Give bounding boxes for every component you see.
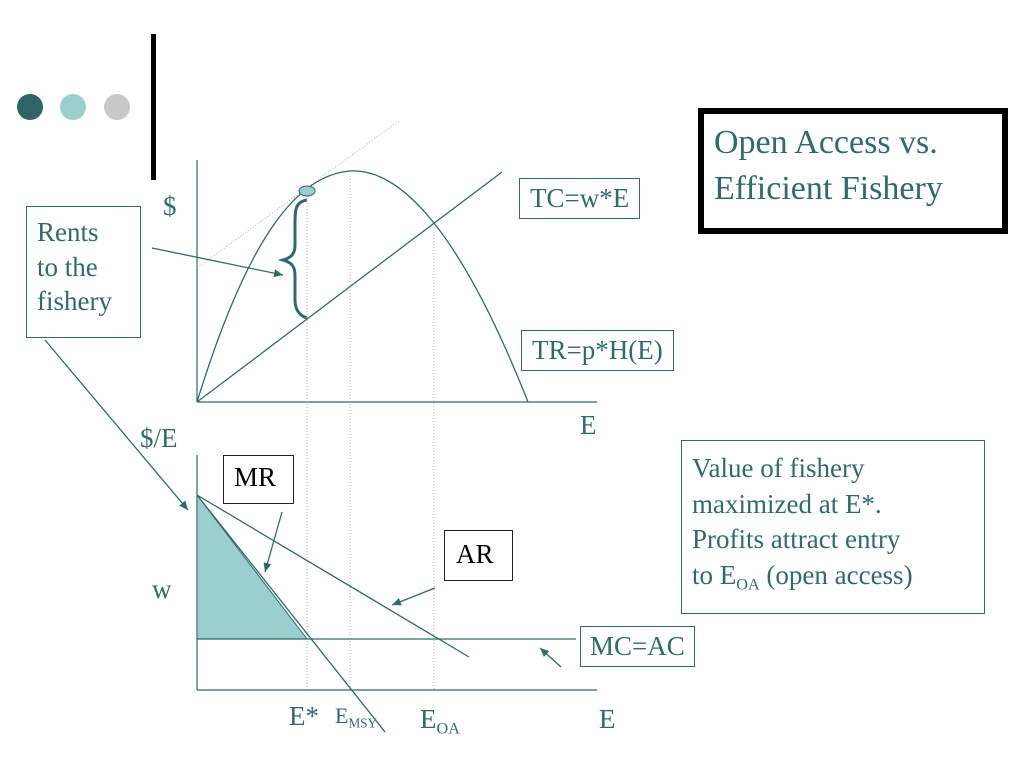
mr-line xyxy=(196,494,386,733)
mr-label-box: MR xyxy=(223,455,294,504)
rents-line-1: Rents xyxy=(37,217,99,247)
mr-label: MR xyxy=(234,462,277,492)
decor-dot-2 xyxy=(60,94,86,120)
mr-arrow xyxy=(263,511,283,573)
decor-vertical-bar xyxy=(151,34,156,180)
slide-title: Open Access vs. Efficient Fishery xyxy=(698,108,1008,234)
e-msy-label: EMSY xyxy=(335,703,378,731)
tr-label: TR=p*H(E) xyxy=(532,335,663,365)
ar-label-box: AR xyxy=(444,530,513,581)
ar-label: AR xyxy=(456,539,494,569)
top-y-axis-label: $ xyxy=(163,191,177,221)
tr-curve xyxy=(196,170,529,403)
tr-label-box: TR=p*H(E) xyxy=(521,330,674,372)
rents-arrow-top xyxy=(151,247,284,278)
tc-label-box: TC=w*E xyxy=(519,178,641,220)
e-star-label: E* xyxy=(289,701,319,731)
bottom-x-axis-label: E xyxy=(599,704,616,734)
tangent-dotted-line xyxy=(196,119,401,269)
rents-line-3: fishery xyxy=(37,286,112,317)
note-line-3: Profits attract entry xyxy=(692,524,901,555)
decor-dot-3 xyxy=(104,94,130,120)
decor-dot-1 xyxy=(17,94,43,120)
rents-brace xyxy=(277,198,308,320)
mc-label: MC=AC xyxy=(590,631,685,661)
mc-label-box: MC=AC xyxy=(580,626,695,668)
note-line-1: Value of fishery xyxy=(692,453,865,483)
e-oa-label: EOA xyxy=(420,704,460,738)
note-line-4: to EOA (open access) xyxy=(692,559,913,594)
rents-arrow-bottom xyxy=(44,339,189,511)
bottom-y-axis-label: $/E xyxy=(140,423,178,453)
w-label: w xyxy=(152,574,172,604)
rents-line-2: to the xyxy=(37,251,98,282)
title-line-2: Efficient Fishery xyxy=(714,169,943,207)
title-line-1: Open Access vs. xyxy=(714,124,938,161)
ar-line xyxy=(196,494,470,658)
mc-arrow xyxy=(539,647,562,668)
tc-label: TC=w*E xyxy=(530,183,630,213)
rents-label-box: Rents to the fishery xyxy=(26,206,141,338)
note-line-2: maximized at E*. xyxy=(692,488,882,519)
tangency-point xyxy=(298,185,316,197)
note-box: Value of fishery maximized at E*. Profit… xyxy=(681,440,985,614)
top-x-axis-label: E xyxy=(580,410,597,440)
ar-arrow xyxy=(391,587,436,606)
